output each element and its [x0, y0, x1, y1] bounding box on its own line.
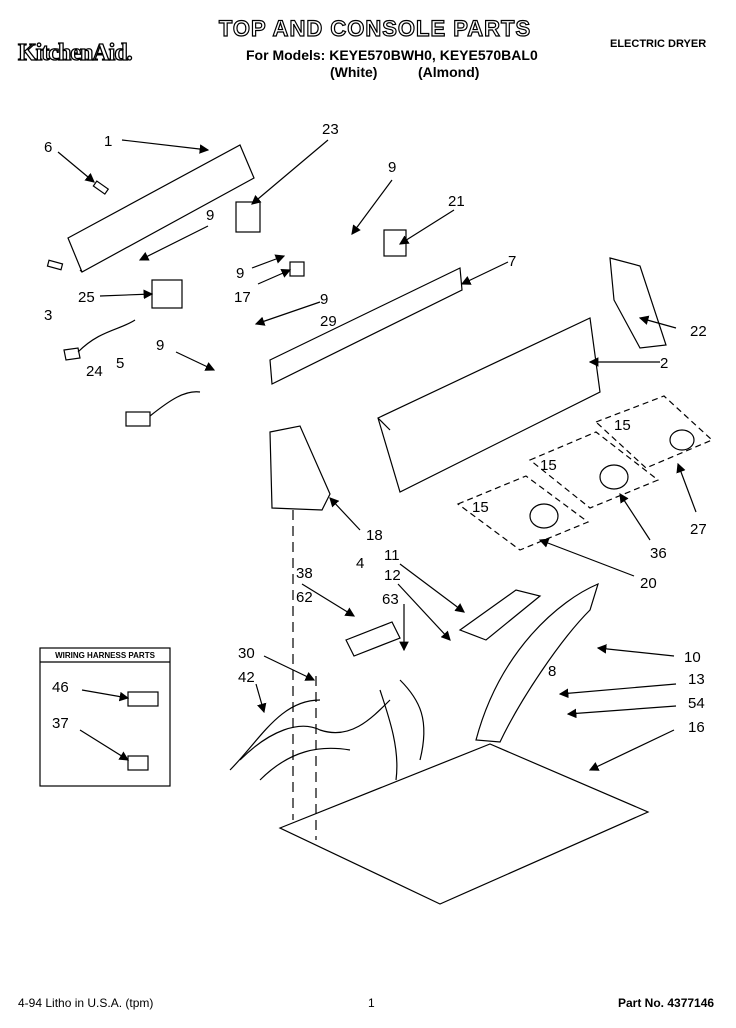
- plate-part: [458, 589, 542, 641]
- model-numbers: For Models: KEYE570BWH0, KEYE570BAL0: [246, 47, 538, 63]
- switch-part: [151, 279, 183, 309]
- callout-21: 21: [448, 193, 465, 210]
- page-title: TOP AND CONSOLE PARTS: [218, 15, 532, 41]
- knob-part: [529, 503, 559, 529]
- callout-16: 16: [688, 719, 705, 736]
- callout-9: 9: [388, 159, 396, 176]
- knob-part: [669, 429, 695, 451]
- color-variants: (White) (Almond): [330, 64, 506, 80]
- callout-54: 54: [688, 695, 705, 712]
- callout-5: 5: [116, 355, 124, 372]
- callout-36: 36: [650, 545, 667, 562]
- callout-9: 9: [320, 291, 328, 308]
- callout-38: 38: [296, 565, 313, 582]
- callout-20: 20: [640, 575, 657, 592]
- callout-62: 62: [296, 589, 313, 606]
- callout-7: 7: [508, 253, 516, 270]
- callout-22: 22: [690, 323, 707, 340]
- bracket-part: [345, 621, 401, 657]
- top-part: [278, 743, 650, 905]
- connector-part: [125, 411, 151, 427]
- rail-part: [269, 267, 463, 385]
- callout-24: 24: [86, 363, 103, 380]
- callout-9: 9: [206, 207, 214, 224]
- timer-part: [235, 201, 261, 233]
- callout-9: 9: [236, 265, 244, 282]
- callout-29: 29: [320, 313, 337, 330]
- rear-panel-part: [67, 144, 255, 273]
- callout-18: 18: [366, 527, 383, 544]
- callout-13: 13: [688, 671, 705, 688]
- variant-white: (White): [330, 64, 378, 80]
- callout-30: 30: [238, 645, 255, 662]
- callout-46: 46: [52, 679, 69, 696]
- clip-part: [289, 261, 305, 277]
- harness-part-46: [127, 691, 159, 707]
- callout-23: 23: [322, 121, 339, 138]
- callout-63: 63: [382, 591, 399, 608]
- callout-11: 11: [384, 547, 400, 564]
- callout-27: 27: [690, 521, 707, 538]
- page-number: 1: [368, 996, 375, 1010]
- callout-25: 25: [78, 289, 95, 306]
- screw-part: [46, 259, 64, 271]
- callout-37: 37: [52, 715, 69, 732]
- part-number: Part No. 4377146: [618, 996, 715, 1010]
- callout-6: 6: [44, 139, 52, 156]
- callout-15: 15: [540, 457, 557, 474]
- product-type: ELECTRIC DRYER: [610, 38, 707, 50]
- callout-2: 2: [660, 355, 668, 372]
- callout-9: 9: [156, 337, 164, 354]
- callout-15: 15: [614, 417, 631, 434]
- knob-part: [599, 464, 629, 490]
- callout-4: 4: [356, 555, 364, 572]
- cover-part: [475, 582, 599, 743]
- side-cap-part: [269, 425, 331, 511]
- callout-17: 17: [234, 289, 251, 306]
- callout-15: 15: [472, 499, 489, 516]
- callout-3: 3: [44, 307, 52, 324]
- console-part: [377, 317, 601, 493]
- callout-8: 8: [548, 663, 556, 680]
- print-info: 4-94 Litho in U.S.A. (tpm): [18, 996, 154, 1010]
- callout-1: 1: [104, 133, 112, 150]
- lead-part: [63, 347, 81, 361]
- harness-part-37: [127, 755, 149, 771]
- endcap-part: [609, 257, 667, 349]
- screw-part: [92, 180, 110, 195]
- brand-logo: KitchenAid.: [17, 39, 133, 66]
- variant-almond: (Almond): [418, 64, 480, 80]
- inset-title: WIRING HARNESS PARTS: [55, 651, 156, 660]
- callout-42: 42: [238, 669, 255, 686]
- callout-10: 10: [684, 649, 701, 666]
- callout-12: 12: [384, 567, 401, 584]
